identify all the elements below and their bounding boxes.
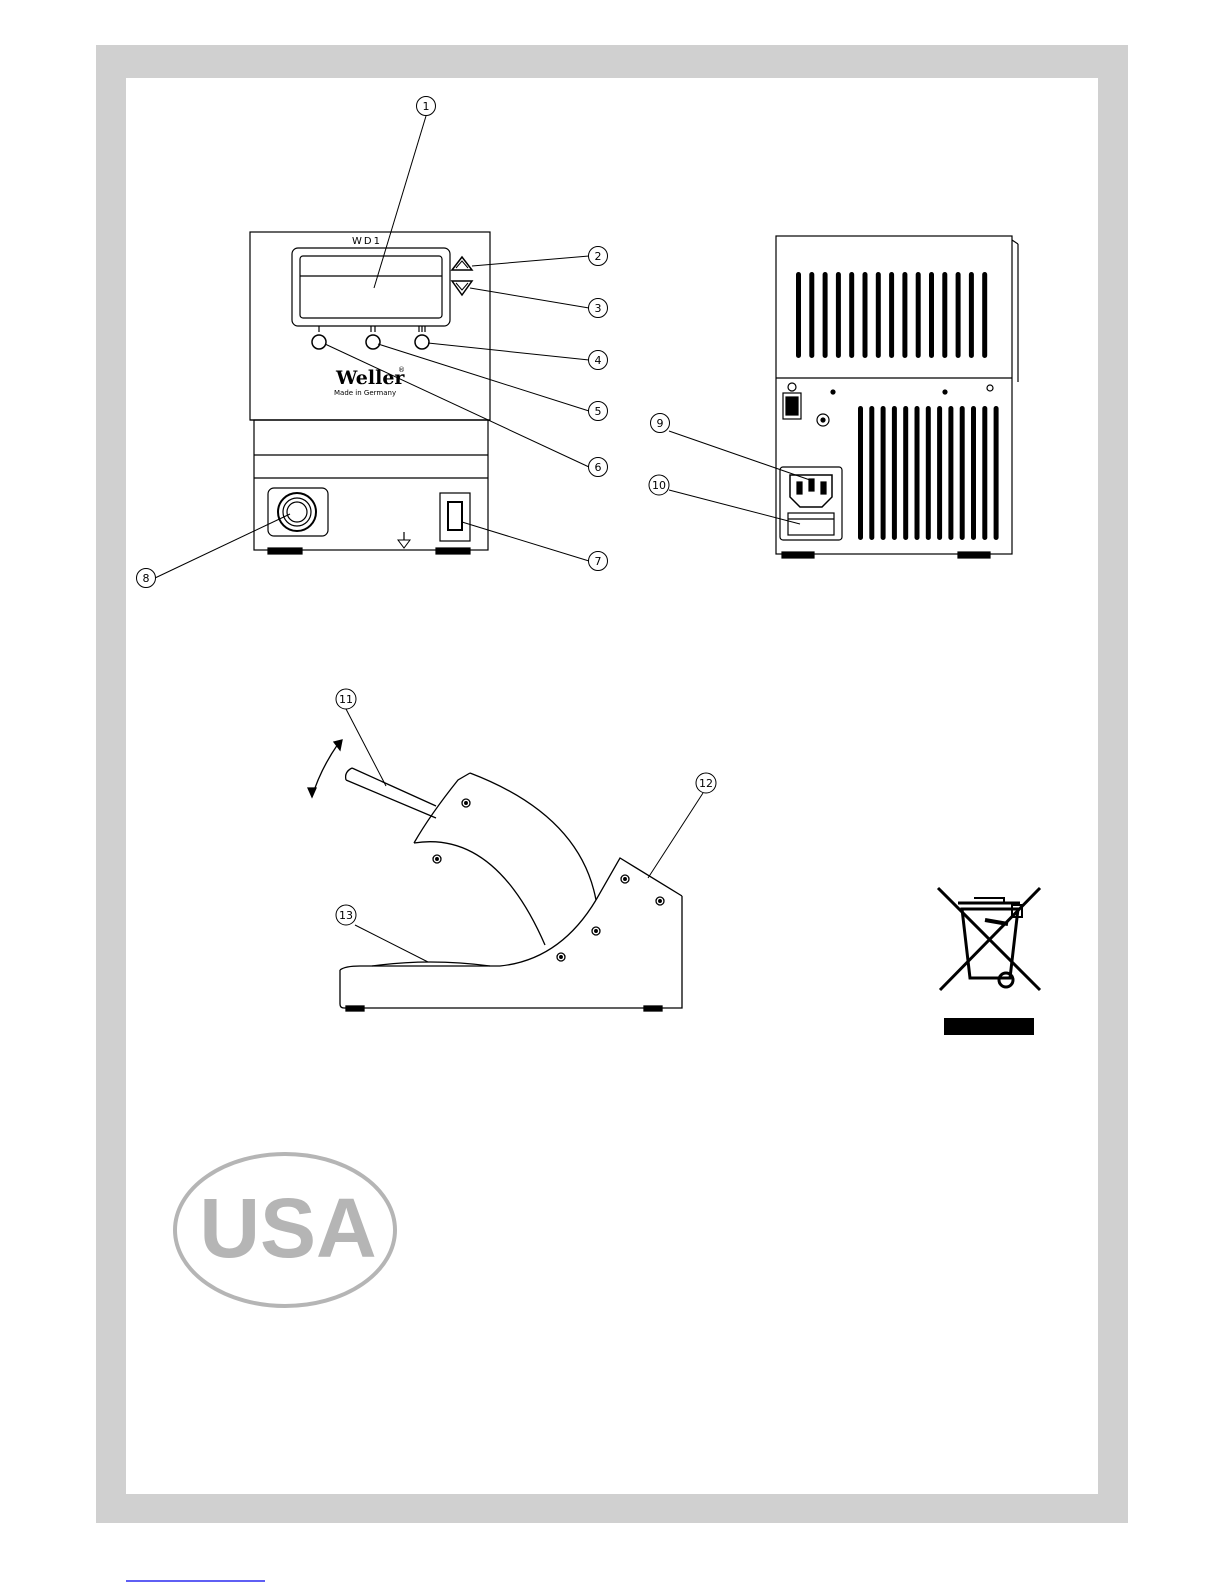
callout-5: 5: [589, 402, 608, 421]
svg-text:4: 4: [595, 354, 602, 367]
svg-text:2: 2: [595, 250, 602, 263]
vent-slot: [929, 272, 934, 358]
vent-slot: [948, 406, 953, 540]
vent-slot: [994, 406, 999, 540]
vent-slot: [881, 406, 886, 540]
callout-2: 2: [589, 247, 608, 266]
rear-upper-vents: [796, 272, 987, 358]
vent-slot: [796, 272, 801, 358]
callout-12: 12: [696, 773, 716, 793]
vent-slot: [809, 272, 814, 358]
vent-slot: [956, 272, 961, 358]
vent-slot: [858, 406, 863, 540]
callout-10: 10: [649, 475, 669, 495]
callout-9: 9: [651, 414, 670, 433]
vent-slot: [892, 406, 897, 540]
vent-slot: [982, 406, 987, 540]
vent-slot: [876, 272, 881, 358]
svg-text:6: 6: [595, 461, 602, 474]
svg-text:11: 11: [339, 693, 353, 706]
vent-slot: [960, 406, 965, 540]
vent-slot: [971, 406, 976, 540]
vent-slot: [903, 406, 908, 540]
vent-slot: [849, 272, 854, 358]
vent-slot: [926, 406, 931, 540]
vent-slot: [863, 272, 868, 358]
vent-slot: [889, 272, 894, 358]
country-badge-label: USA: [199, 1181, 376, 1275]
svg-text:7: 7: [595, 555, 602, 568]
callout-11: 11: [336, 689, 356, 709]
vent-slot: [915, 406, 920, 540]
svg-text:5: 5: [595, 405, 602, 418]
vent-slot: [916, 272, 921, 358]
svg-text:10: 10: [652, 479, 666, 492]
vent-slot: [823, 272, 828, 358]
callout-13: 13: [336, 905, 356, 925]
vent-slot: [902, 272, 907, 358]
svg-text:12: 12: [699, 777, 713, 790]
vent-slot: [942, 272, 947, 358]
vent-slot: [982, 272, 987, 358]
callout-6: 6: [589, 458, 608, 477]
origin-label: Made in Germany: [334, 389, 396, 397]
callout-7: 7: [589, 552, 608, 571]
vent-slot: [869, 406, 874, 540]
vent-slot: [836, 272, 841, 358]
brand-logo: Weller: [335, 367, 405, 389]
registered-mark: ®: [398, 366, 405, 374]
vent-slot: [937, 406, 942, 540]
callout-1: 1: [417, 97, 436, 116]
svg-text:8: 8: [143, 572, 150, 585]
svg-text:9: 9: [657, 417, 664, 430]
model-label: WD1: [352, 236, 382, 247]
svg-text:1: 1: [423, 100, 430, 113]
callout-4: 4: [589, 351, 608, 370]
callout-3: 3: [589, 299, 608, 318]
svg-text:3: 3: [595, 302, 602, 315]
vent-slot: [969, 272, 974, 358]
svg-text:13: 13: [339, 909, 353, 922]
callout-8: 8: [137, 569, 156, 588]
